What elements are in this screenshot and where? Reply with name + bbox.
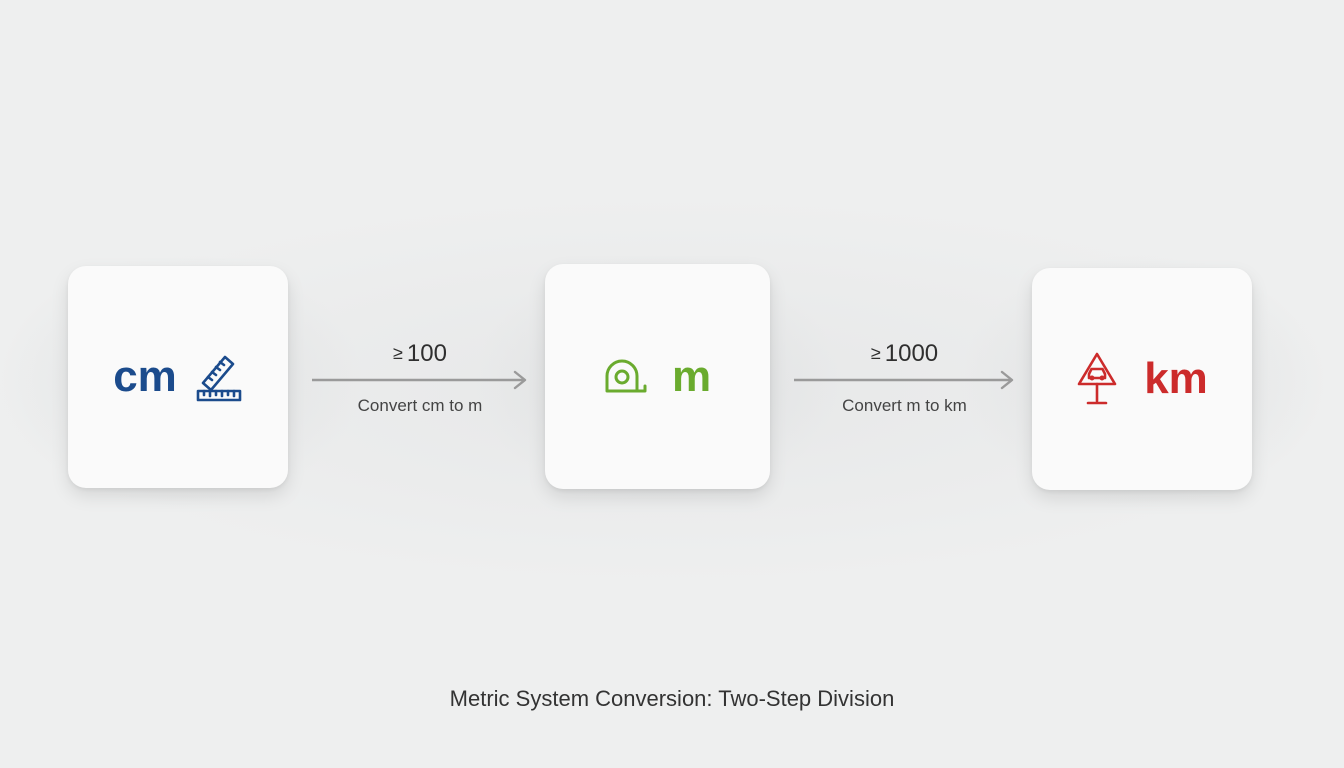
greater-equal-symbol: ≥ (393, 343, 403, 363)
conversion-label: Convert cm to m (357, 396, 483, 415)
node-card-cm: cm (68, 266, 288, 488)
node-label-m: m (671, 351, 712, 401)
conversion-m-to-km: ≥1000 Convert m to km (792, 342, 1017, 416)
ruler-icon (195, 351, 243, 403)
node-label-km: km (1144, 354, 1208, 403)
conversion-label: Convert m to km (842, 396, 967, 415)
conversion-factor: ≥100 (310, 342, 530, 370)
node-label-cm: cm (113, 352, 177, 401)
node-card-km: km (1032, 268, 1252, 490)
road-sign-car-icon (1076, 351, 1118, 407)
tape-measure-icon (604, 358, 650, 396)
factor-value: 1000 (884, 340, 939, 367)
conversion-factor: ≥1000 (792, 342, 1017, 370)
node-card-m: m (545, 264, 770, 489)
diagram-caption: Metric System Conversion: Two-Step Divis… (449, 686, 895, 711)
factor-value: 100 (406, 340, 447, 367)
greater-equal-symbol: ≥ (870, 343, 881, 363)
arrow-icon (312, 370, 527, 390)
arrow-icon (794, 370, 1014, 390)
conversion-cm-to-m: ≥100 Convert cm to m (310, 342, 530, 416)
